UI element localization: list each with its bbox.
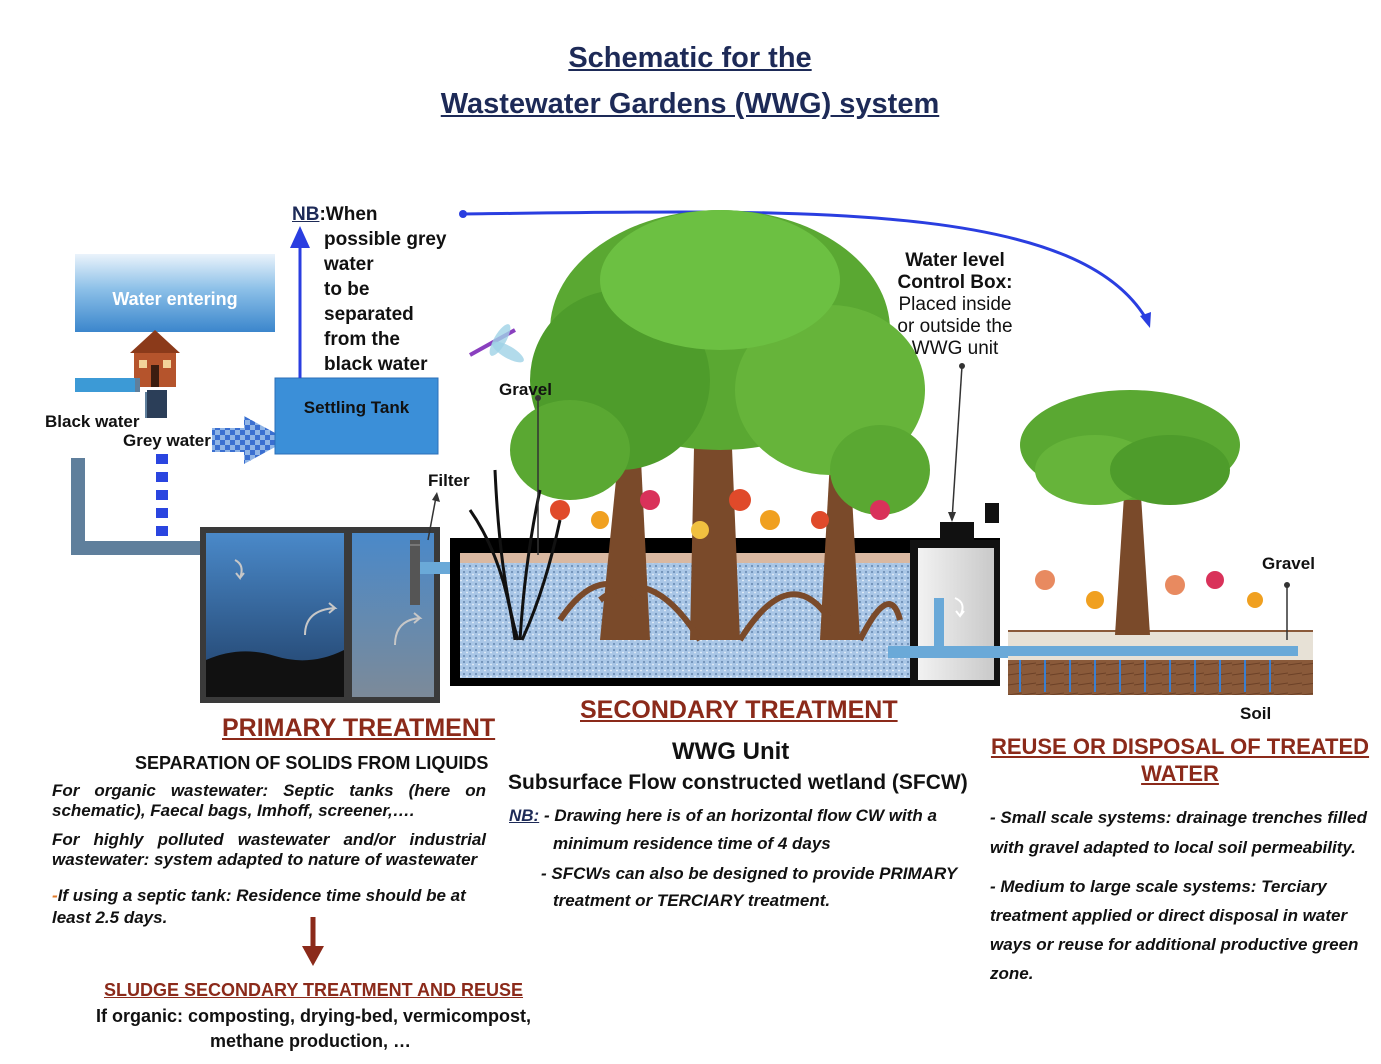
title-line2: Wastewater Gardens (WWG) system <box>440 88 940 120</box>
primary-para3-dash: - <box>52 886 58 905</box>
wwg-unit-label: WWG Unit <box>672 738 790 765</box>
control-box-desc-2: or outside the <box>897 316 1013 337</box>
primary-para1: For organic wastewater: Septic tanks (he… <box>52 781 486 820</box>
reuse-flowers <box>1035 570 1263 609</box>
bypass-arrow <box>462 210 1150 323</box>
nb-line: from the <box>324 329 400 350</box>
black-water-label: Black water <box>45 412 140 431</box>
sludge-line2: methane production, … <box>210 1031 412 1051</box>
reuse-para1: - Small scale systems: drainage trenches… <box>990 808 1367 857</box>
secondary-note2b: treatment or TERCIARY treatment. <box>553 891 831 910</box>
reuse-tree <box>1020 390 1240 635</box>
primary-para3: -If using a septic tank: Residence time … <box>52 885 486 929</box>
secondary-heading: SECONDARY TREATMENT <box>580 696 898 724</box>
reuse-heading: REUSE OR DISPOSAL OF TREATED WATER <box>990 733 1370 787</box>
settling-tank-box <box>274 377 439 455</box>
black-water-pipe <box>71 378 200 555</box>
reuse-para2: - Medium to large scale systems: Terciar… <box>990 877 1359 983</box>
grey-water-arrow <box>212 416 288 464</box>
secondary-nb: NB: <box>509 806 540 825</box>
filter-label: Filter <box>428 471 470 490</box>
title-line1: Schematic for the <box>568 42 812 74</box>
sludge-heading: SLUDGE SECONDARY TREATMENT AND REUSE <box>104 980 524 1000</box>
nb-line-0: :When <box>319 204 378 225</box>
nb-prefix: NB <box>292 204 320 225</box>
nb-note-body: possible grey water to be separated from… <box>324 227 447 377</box>
gravel-left-label: Gravel <box>499 380 552 399</box>
reuse-heading-line2: WATER <box>1141 761 1219 786</box>
wwg-flowers <box>550 489 890 539</box>
gravel-right-label: Gravel <box>1262 554 1315 573</box>
settling-tank-label: Settling Tank <box>303 398 410 417</box>
control-box-title-2: Control Box: <box>897 272 1013 293</box>
control-box-label: Water level Control Box: Placed inside o… <box>880 250 1030 360</box>
reed-plant <box>468 469 562 641</box>
infiltration-arrows <box>1019 660 1271 692</box>
secondary-note1b: minimum residence time of 4 days <box>553 834 831 853</box>
primary-subheading: SEPARATION OF SOLIDS FROM LIQUIDS <box>135 753 489 773</box>
primary-para3-text: If using a septic tank: Residence time s… <box>52 886 466 927</box>
sludge-line1: If organic: composting, drying-bed, verm… <box>96 1006 532 1026</box>
control-box-desc-3: WWG unit <box>911 338 999 359</box>
water-entering-box <box>75 254 275 332</box>
dragonfly-icon <box>469 324 524 363</box>
nb-line: possible grey <box>324 229 447 250</box>
nb-note: NB:When <box>292 202 378 227</box>
primary-para2: For highly polluted wastewater and/or in… <box>52 830 486 869</box>
soil-label: Soil <box>1240 704 1272 723</box>
grey-water-label: Grey water <box>123 431 211 450</box>
water-entering-label: Water entering <box>112 289 238 309</box>
control-box-desc-1: Placed inside <box>898 294 1012 315</box>
secondary-note1a: - Drawing here is of an horizontal flow … <box>544 806 937 825</box>
nb-line: separated <box>324 304 414 325</box>
wwg-trees <box>510 210 930 642</box>
reuse-heading-line1: REUSE OR DISPOSAL OF TREATED <box>990 734 1370 759</box>
nb-line: water <box>324 254 374 275</box>
secondary-note2a: - SFCWs can also be designed to provide … <box>541 864 958 883</box>
nb-line: to be <box>324 279 370 300</box>
sfcw-label: Subsurface Flow constructed wetland (SFC… <box>508 771 968 794</box>
house-icon <box>130 330 180 387</box>
control-box-title-1: Water level <box>905 250 1005 271</box>
nb-line: black water <box>324 354 428 375</box>
primary-heading: PRIMARY TREATMENT <box>222 714 496 742</box>
